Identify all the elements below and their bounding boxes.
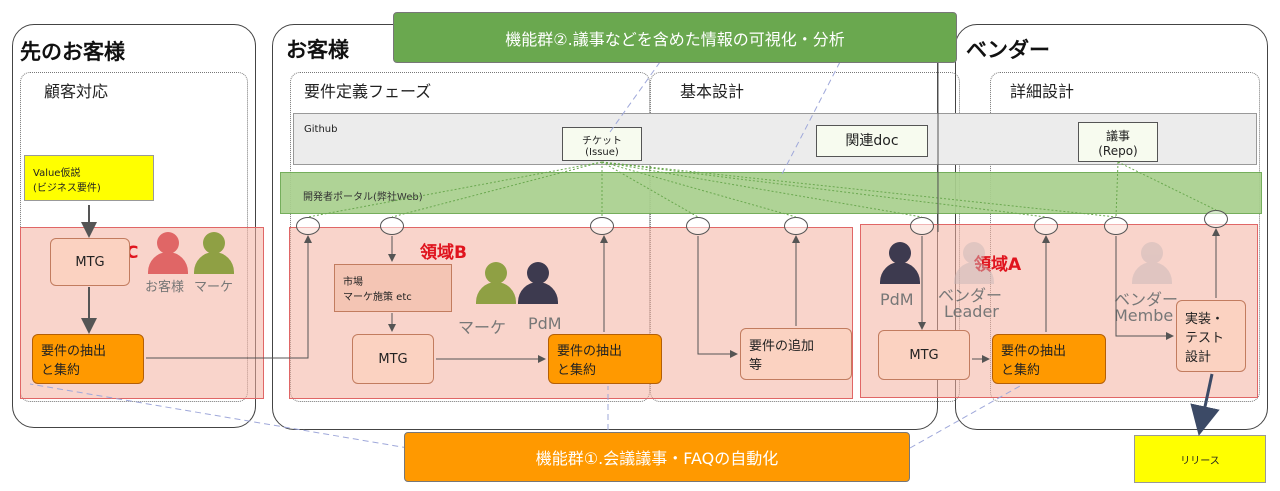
extract-box-a-line2: と集約 [1001, 363, 1041, 378]
mtg-box-c: MTG [50, 238, 130, 286]
function-group-2-banner: 機能群②.議事などを含めた情報の可視化・分析 [393, 12, 957, 63]
mtg-box-b: MTG [352, 334, 434, 384]
github-label: Github [304, 124, 338, 135]
release-box: リリース [1134, 435, 1266, 483]
portal-node [380, 217, 404, 235]
pdm-person-label-a: PdM [880, 290, 914, 309]
minutes-doc-line2: (Repo) [1098, 144, 1138, 158]
customer-person-label: お客様 [145, 280, 185, 295]
marketing-person-icon-c [192, 232, 236, 276]
minutes-doc-line1: 議事 [1105, 129, 1130, 143]
portal-node [1104, 217, 1128, 235]
value-hypothesis-line1: Value仮説 [33, 168, 81, 179]
extract-box-c-line2: と集約 [41, 363, 81, 378]
marketing-person-label-b: マーケ [458, 318, 507, 337]
vendor-leader-label-2: Leader [944, 302, 999, 321]
customer-person-icon [146, 232, 190, 276]
phase-label-detailed-design: 詳細設計 [1010, 82, 1075, 101]
phase-label-requirements: 要件定義フェーズ [304, 82, 432, 101]
release-label: リリース [1180, 455, 1220, 467]
portal-node [590, 217, 614, 235]
portal-node [296, 217, 320, 235]
add-req-line1: 要件の追加 [749, 339, 815, 354]
portal-band: 開発者ポータル(弊社Web) [280, 172, 1262, 214]
function-group-1-banner: 機能群①.会議議事・FAQの自動化 [404, 432, 910, 482]
ticket-doc-line1: チケット [582, 136, 622, 147]
function-group-1-label: 機能群①.会議議事・FAQの自動化 [535, 449, 779, 468]
marketing-person-label-c: マーケ [194, 280, 234, 295]
customer-title: お客様 [286, 38, 349, 62]
pdm-person-icon-a [878, 242, 922, 286]
portal-node [686, 217, 710, 235]
mtg-box-c-label: MTG [75, 254, 105, 270]
related-doc-label: 関連doc [845, 133, 899, 149]
impl-line1: 実装・ [1185, 311, 1225, 327]
ticket-doc: チケット (Issue) [562, 127, 642, 161]
mtg-box-a: MTG [878, 330, 970, 380]
extract-box-b-line1: 要件の抽出 [557, 344, 623, 359]
market-box-line1: 市場 [343, 277, 363, 288]
pdm-person-icon-b [516, 262, 560, 306]
impl-line2: テスト [1185, 330, 1225, 346]
vendor-leader-icon [952, 242, 996, 286]
phase-label-customer-support: 顧客対応 [44, 82, 109, 101]
pdm-person-label-b: PdM [528, 314, 562, 333]
add-req-line2: 等 [749, 358, 763, 373]
extract-box-b-line2: と集約 [557, 363, 597, 378]
phase-label-basic-design: 基本設計 [680, 82, 745, 101]
mtg-box-b-label: MTG [378, 351, 408, 367]
portal-label: 開発者ポータル(弊社Web) [303, 192, 423, 203]
value-hypothesis-box: Value仮説 (ビジネス要件) [24, 155, 154, 201]
market-box-line2: マーケ施策 etc [343, 292, 412, 303]
portal-node [784, 217, 808, 235]
related-doc: 関連doc [816, 125, 928, 157]
extract-box-a: 要件の抽出 と集約 [992, 334, 1106, 384]
market-box: 市場 マーケ施策 etc [334, 264, 452, 312]
portal-node [1034, 217, 1058, 235]
region-b-label: 領域B [420, 243, 467, 263]
vendor-member-label-2: Membe [1114, 306, 1174, 325]
extract-box-c-line1: 要件の抽出 [41, 344, 107, 359]
extract-box-a-line1: 要件の抽出 [1001, 344, 1067, 359]
mtg-box-a-label: MTG [909, 347, 939, 363]
add-req-box: 要件の追加 等 [740, 328, 852, 380]
vendor-leader-label-1: ベンダー [938, 286, 1003, 305]
ticket-doc-line2: (Issue) [585, 147, 619, 158]
extract-box-b: 要件の抽出 と集約 [548, 334, 662, 384]
impl-line3: 設計 [1185, 349, 1212, 365]
minutes-doc: 議事 (Repo) [1078, 122, 1158, 162]
marketing-person-icon-b [474, 262, 518, 306]
extract-box-c: 要件の抽出 と集約 [32, 334, 144, 384]
function-group-2-label: 機能群②.議事などを含めた情報の可視化・分析 [505, 29, 845, 49]
vendor-title: ベンダー [966, 38, 1050, 62]
prev-customer-title: 先のお客様 [20, 40, 125, 64]
portal-node [1204, 210, 1228, 228]
impl-box: 実装・ テスト 設計 [1176, 300, 1246, 372]
portal-node [910, 217, 934, 235]
value-hypothesis-line2: (ビジネス要件) [33, 183, 101, 194]
vendor-member-icon [1130, 242, 1174, 286]
